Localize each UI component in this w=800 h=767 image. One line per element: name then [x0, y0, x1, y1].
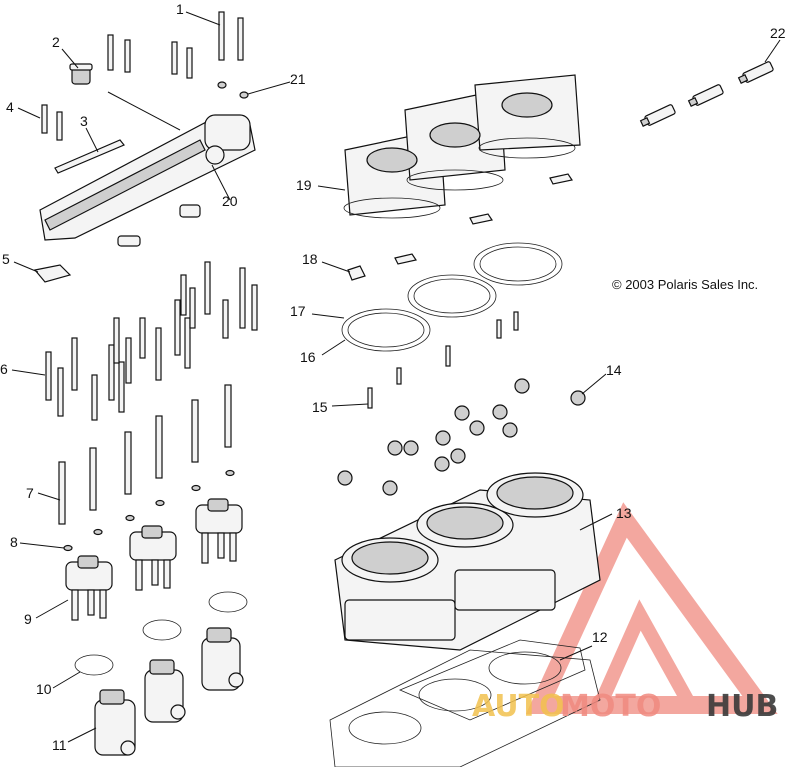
head-tab: [549, 173, 573, 185]
callout-8: 8: [10, 534, 18, 550]
o-rings: [74, 591, 248, 676]
callout-4: 4: [6, 99, 14, 115]
fuel-rail-assembly: [39, 114, 256, 247]
copyright-notice: © 2003 Polaris Sales Inc.: [612, 277, 758, 292]
callout-7: 7: [26, 485, 34, 501]
long-studs: [58, 384, 232, 525]
gasket-small: [33, 264, 72, 283]
callout-15: 15: [312, 399, 328, 415]
callout-21: 21: [290, 71, 306, 87]
valve-brackets: [65, 498, 243, 621]
head-tab: [394, 253, 417, 265]
callout-3: 3: [80, 113, 88, 129]
head-tab: [469, 213, 493, 225]
watermark-moto: MOTO: [560, 689, 661, 724]
rail-strip: [54, 139, 125, 174]
head-gaskets: [341, 242, 563, 352]
callout-11: 11: [52, 737, 67, 753]
callout-13: 13: [616, 505, 632, 521]
head-bolt-array: [45, 261, 258, 421]
callout-17: 17: [290, 303, 306, 319]
rail-bolts: [41, 11, 249, 141]
base-gaskets: [329, 639, 601, 767]
watermark-auto: AUTO: [472, 689, 565, 724]
callout-12: 12: [592, 629, 608, 645]
leader-lines: [11, 11, 781, 743]
callout-19: 19: [296, 177, 312, 193]
bracket-18: [347, 265, 366, 281]
watermark-hub: HUB: [706, 689, 778, 724]
callout-6: 6: [0, 361, 8, 377]
watermark-text: AUTO MOTO HUB: [472, 689, 778, 724]
callout-9: 9: [24, 611, 32, 627]
callout-22: 22: [770, 25, 786, 41]
callout-5: 5: [2, 251, 10, 267]
callout-18: 18: [302, 251, 318, 267]
acorn-nuts: [337, 378, 586, 496]
valve-housings: [94, 627, 244, 756]
dowel-pins: [367, 311, 519, 409]
cylinder-block: [334, 472, 601, 651]
callout-1: 1: [176, 1, 184, 17]
callout-2: 2: [52, 34, 60, 50]
cylinder-heads: [343, 74, 581, 219]
callout-14: 14: [606, 362, 622, 378]
spark-plugs: [639, 61, 774, 127]
callout-16: 16: [300, 349, 316, 365]
callout-10: 10: [36, 681, 52, 697]
pressure-cap: [69, 63, 93, 85]
watermark-logo: [525, 502, 778, 714]
callout-20: 20: [222, 193, 238, 209]
callout-labels: 1 2 3 4 5 6 7 8 9 10 11 12 13 14 15 16 1…: [0, 1, 786, 753]
